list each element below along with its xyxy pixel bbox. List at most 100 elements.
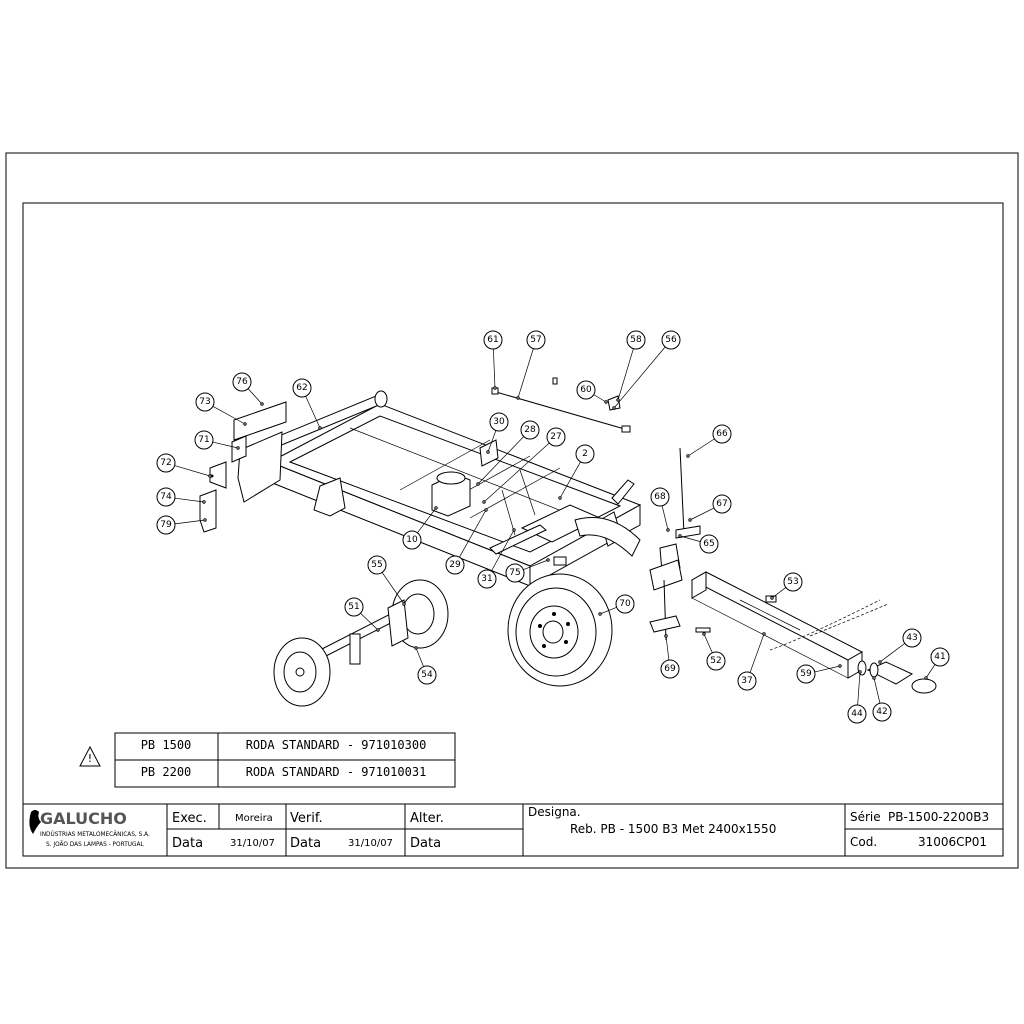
callout-circle — [796, 664, 816, 684]
callout-circle — [706, 651, 726, 671]
leader-line — [517, 348, 534, 399]
callout-59: 59 — [796, 664, 842, 684]
data-label-3: Data — [410, 836, 441, 851]
leader-dot — [260, 402, 264, 406]
leader-dot — [203, 518, 207, 522]
callout-29: 29 — [445, 508, 488, 575]
callout-number: 27 — [550, 432, 561, 442]
leader-line — [689, 507, 715, 521]
leader-dot — [558, 496, 562, 500]
warning-icon: ! — [79, 745, 101, 767]
callout-number: 2 — [582, 449, 588, 459]
leader-dot — [858, 670, 862, 674]
callout-circle — [367, 555, 387, 575]
leader-dot — [924, 676, 928, 680]
leader-line — [665, 635, 670, 661]
callout-61: 61 — [483, 330, 503, 390]
callout-number: 51 — [348, 602, 359, 612]
callout-circle — [576, 380, 596, 400]
leader-dot — [493, 386, 497, 390]
callout-circle — [615, 594, 635, 614]
callout-71: 71 — [194, 430, 240, 450]
leader-dot — [318, 426, 322, 430]
callout-number: 54 — [421, 670, 433, 680]
leader-line — [174, 519, 206, 525]
callout-circle — [344, 597, 364, 617]
callout-number: 74 — [160, 492, 172, 502]
serie-label: Série — [850, 810, 881, 824]
leader-line — [661, 505, 669, 531]
leader-line — [687, 438, 715, 457]
leader-line — [417, 507, 437, 534]
callout-number: 44 — [851, 709, 863, 719]
callout-67: 67 — [688, 494, 732, 522]
leader-dot — [612, 406, 616, 410]
callout-number: 29 — [449, 560, 461, 570]
leader-line — [559, 461, 581, 499]
callout-44: 44 — [847, 670, 867, 724]
callout-circle — [194, 430, 214, 450]
callout-number: 55 — [371, 560, 382, 570]
callout-number: 68 — [654, 492, 666, 502]
wheel-table: PB 1500 RODA STANDARD - 971010300 PB 220… — [114, 732, 456, 788]
callout-circle — [477, 569, 497, 589]
leader-dot — [208, 474, 212, 478]
leader-line — [212, 441, 239, 449]
callout-number: 60 — [580, 385, 592, 395]
leader-dot — [686, 454, 690, 458]
callout-circle — [292, 378, 312, 398]
wheel-table-model-0: PB 1500 — [141, 738, 192, 752]
leader-dot — [236, 446, 240, 450]
callout-53: 53 — [770, 572, 803, 600]
company-name: GALUCHO — [40, 809, 127, 828]
data-label-2: Data — [290, 836, 321, 851]
leader-line — [415, 647, 424, 667]
callout-66: 66 — [686, 424, 732, 458]
leader-line — [873, 677, 881, 704]
drawbar — [690, 571, 937, 694]
date-1: 31/10/07 — [230, 838, 275, 849]
callout-number: 53 — [787, 577, 798, 587]
callout-70: 70 — [598, 594, 635, 616]
leader-line — [879, 643, 906, 663]
callout-number: 69 — [664, 664, 676, 674]
company-line1: INDÚSTRIAS METALOMECÂNICAS, S.A. — [40, 831, 150, 838]
callout-number: 59 — [800, 669, 812, 679]
leader-dot — [482, 500, 486, 504]
leader-line — [613, 346, 666, 409]
callout-number: 10 — [406, 535, 418, 545]
alter-label: Alter. — [410, 811, 444, 826]
leader-dot — [688, 518, 692, 522]
callout-number: 28 — [524, 425, 536, 435]
cod-value: 31006CP01 — [918, 835, 987, 849]
callout-circle — [445, 555, 465, 575]
leader-dot — [666, 528, 670, 532]
callout-circle — [402, 530, 422, 550]
leader-dot — [243, 422, 247, 426]
leader-dot — [838, 664, 842, 668]
callout-54: 54 — [414, 646, 437, 685]
callout-60: 60 — [576, 380, 608, 404]
callout-number: 57 — [530, 335, 541, 345]
callout-number: 76 — [236, 377, 248, 387]
leader-dot — [546, 558, 550, 562]
callout-circle — [156, 453, 176, 473]
leader-dot — [598, 612, 602, 616]
leader-dot — [486, 450, 490, 454]
axle-assembly — [273, 579, 449, 707]
leader-dot — [434, 506, 438, 510]
callout-43: 43 — [878, 628, 922, 664]
leader-line — [174, 465, 211, 477]
callout-circle — [783, 572, 803, 592]
leader-line — [174, 497, 205, 503]
callout-10: 10 — [402, 506, 438, 550]
leader-dot — [762, 632, 766, 636]
callout-75: 75 — [505, 558, 550, 583]
exec-label: Exec. — [172, 811, 207, 826]
leader-line — [491, 529, 515, 572]
callout-52: 52 — [702, 632, 726, 671]
leader-line — [523, 559, 549, 571]
callout-number: 41 — [934, 652, 945, 662]
